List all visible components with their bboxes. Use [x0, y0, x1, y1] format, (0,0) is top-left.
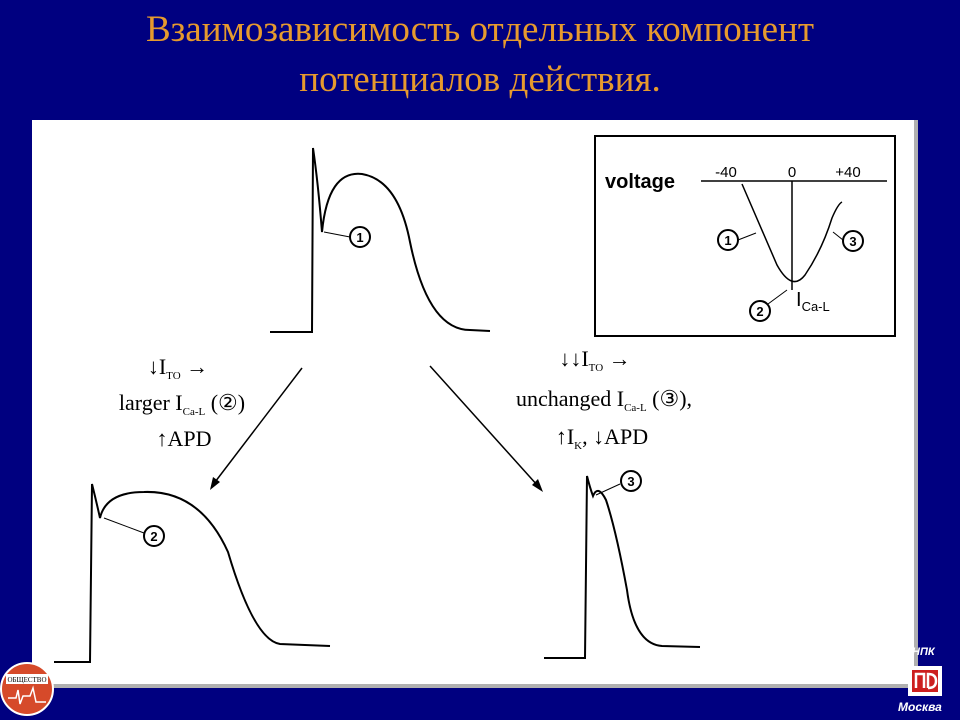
marker-top-1 — [349, 226, 371, 248]
arrow-left-shaft — [211, 367, 303, 487]
leader-top-1 — [323, 231, 351, 238]
inset-current-label: ICa-L — [796, 289, 830, 314]
arrow-right-head — [532, 479, 543, 492]
slide-title-line-1: Взаимозависимость отдельных компонент — [145, 9, 814, 50]
inset-marker-3-label: 3 — [849, 234, 856, 249]
left-text-line3: ↑APD — [156, 426, 211, 451]
left-text-line2: larger ICa-L (②) — [119, 390, 245, 418]
left-text-line1: ↓ITO → — [148, 354, 208, 382]
arrow-left-head — [210, 477, 220, 490]
inset-leader-2 — [767, 289, 788, 305]
trace-right-ap — [544, 475, 701, 659]
society-logo: ОБЩЕСТВО — [0, 662, 54, 716]
inset-tick-0: 0 — [788, 164, 796, 181]
inset-leader-1 — [737, 232, 757, 241]
inset-leader-3 — [832, 231, 844, 241]
marker-left-2-label: 2 — [150, 529, 157, 544]
leader-right-3 — [595, 483, 621, 496]
action-potential-figure: 1 voltage -40 0 +40 1 2 3 ICa-L ↓ITO → l… — [54, 135, 896, 663]
inset-marker-3 — [842, 230, 864, 252]
marker-right-3 — [620, 470, 642, 492]
marker-top-1-label: 1 — [356, 230, 363, 245]
npk-logo-city: Москва — [898, 700, 942, 714]
inset-axis-label: voltage — [605, 171, 675, 193]
inset-tick-pos40: +40 — [835, 164, 860, 181]
trace-top-ap — [270, 147, 491, 333]
right-text-line2: unchanged ICa-L (③), — [516, 386, 692, 414]
inset-marker-2-label: 2 — [756, 304, 763, 319]
inset-tick-neg40: -40 — [715, 164, 737, 181]
inset-marker-1 — [717, 229, 739, 251]
npk-logo-mark — [908, 666, 942, 696]
inset-marker-1-label: 1 — [724, 233, 731, 248]
arrow-right-shaft — [429, 365, 539, 487]
inset-marker-2 — [749, 300, 771, 322]
trace-left-ap — [54, 483, 331, 663]
leader-left-2 — [103, 517, 145, 534]
right-text-line1: ↓↓ITO → — [559, 346, 630, 374]
marker-right-3-label: 3 — [627, 474, 634, 489]
marker-left-2 — [143, 525, 165, 547]
npk-logo-abbr: НПК — [912, 646, 935, 658]
slide-title-line-2: потенциалов действия. — [299, 59, 661, 100]
inset-ica-l-curve — [741, 183, 843, 283]
right-text-line3: ↑IK, ↓APD — [556, 424, 648, 452]
society-logo-text: ОБЩЕСТВО — [7, 676, 46, 684]
figure-panel: 1 voltage -40 0 +40 1 2 3 ICa-L ↓ITO → l… — [32, 120, 918, 688]
